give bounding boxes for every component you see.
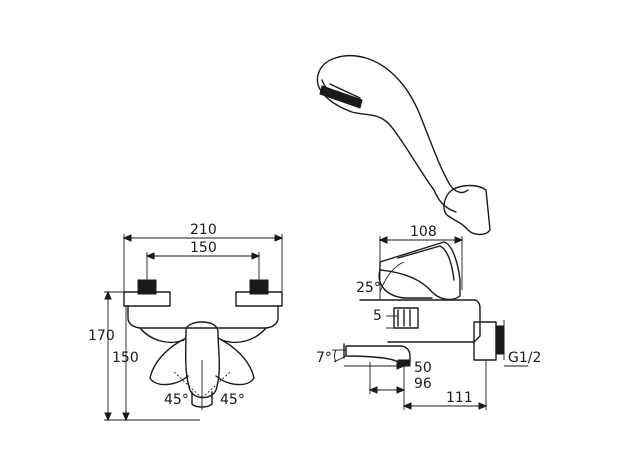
front-view-dimensions: [104, 234, 284, 422]
side-view-mixer: [343, 241, 505, 367]
dim-label-210: 210: [190, 222, 217, 238]
dim-label-96: 96: [414, 376, 432, 392]
angle-label-right: 45°: [220, 392, 245, 408]
shower-holder: [443, 184, 491, 236]
hand-shower: [316, 55, 491, 236]
dim-label-5: 5: [373, 308, 382, 324]
front-view-mixer: [123, 279, 283, 410]
angle-label-25: 25°: [356, 280, 381, 296]
dim-label-50: 50: [414, 360, 432, 376]
thread-label-g12: G1/2: [508, 350, 541, 366]
angle-label-left: 45°: [164, 392, 189, 408]
side-view-dimensions: [332, 236, 528, 410]
angle-label-7: 7°: [316, 350, 332, 366]
dim-label-170: 170: [88, 328, 115, 344]
dim-label-108: 108: [410, 224, 437, 240]
dim-label-150-vertical: 150: [112, 350, 139, 366]
dim-label-150-horizontal: 150: [190, 240, 217, 256]
shower-nozzle-face: [319, 85, 363, 109]
dim-label-111: 111: [446, 390, 473, 406]
